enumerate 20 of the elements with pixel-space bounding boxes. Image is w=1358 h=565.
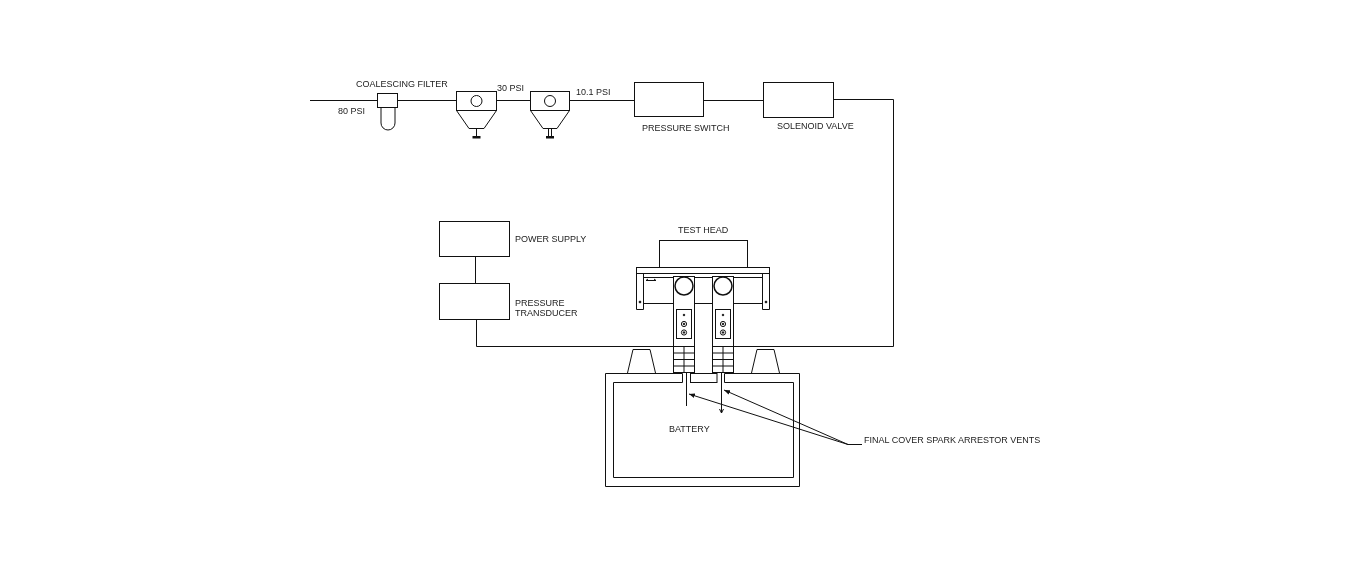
pipe-line — [309, 100, 378, 101]
component-label: SOLENOID VALVE — [777, 121, 854, 131]
edge-label: 10.1 PSI — [576, 87, 611, 97]
pipe-line — [769, 99, 894, 347]
component-label: COALESCING FILTER — [356, 79, 448, 89]
component-label: PRESSURE TRANSDUCER — [515, 298, 579, 318]
leader-line — [723, 389, 863, 445]
pipe-line — [569, 100, 635, 101]
pipe-line — [703, 100, 764, 101]
component-label: BATTERY — [669, 424, 710, 434]
component-label: POWER SUPPLY — [515, 234, 587, 244]
component-label: TEST HEAD — [678, 225, 729, 235]
component-label: PRESSURE SWITCH — [642, 123, 730, 133]
edge-label: 80 PSI — [338, 106, 366, 116]
edge-label: 30 PSI — [497, 83, 525, 93]
pipe-line — [496, 100, 531, 101]
callout-text: FINAL COVER SPARK ARRESTOR VENTS — [864, 435, 1041, 445]
pipe-line — [476, 319, 637, 347]
wire-line — [475, 256, 476, 284]
pipe-line — [397, 100, 457, 101]
